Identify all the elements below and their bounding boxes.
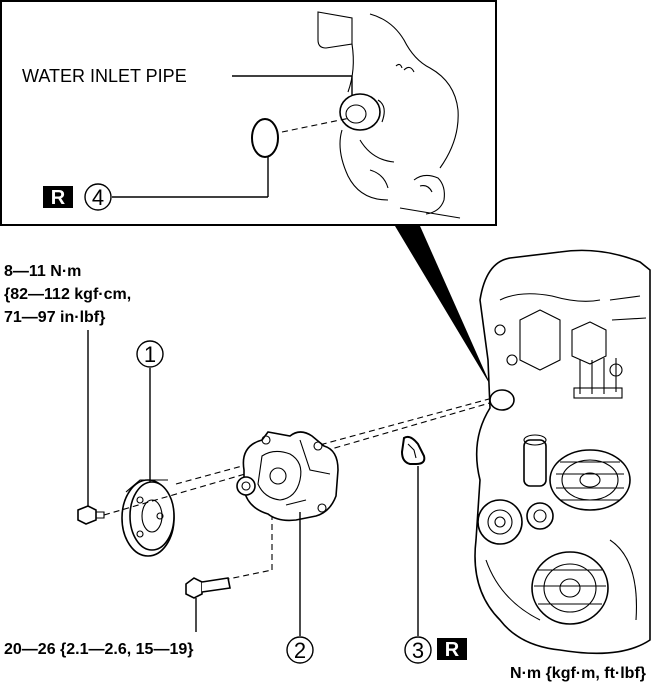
torque-1-line2: {82—112 kgf·cm,: [4, 286, 131, 303]
inset-pointer: [395, 226, 492, 388]
water-pump-bolt: [185, 577, 231, 599]
callout-3: 3: [412, 638, 424, 663]
inset-detail: WATER INLET PIPE 4 R: [0, 0, 497, 226]
replace-badge-gasket: [437, 638, 467, 660]
water-pump-body: [236, 431, 339, 522]
units-note: N·m {kgf·m, ft·lbf}: [510, 665, 646, 682]
inset-frame: [0, 0, 497, 226]
torque-1-line3: 71—97 in·lbf}: [4, 309, 105, 326]
replace-badge-inset: [43, 186, 73, 208]
torque-spec-bolt-upper: 8—11 N·m {82—112 kgf·cm, 71—97 in·lbf}: [4, 263, 131, 506]
inset-engine-sketch: [317, 11, 461, 219]
replace-badge-gasket-text: R: [445, 639, 460, 661]
water-pump-pulley: [121, 479, 175, 557]
torque-2-text: 20—26 {2.1—2.6, 15—19}: [4, 641, 193, 658]
engine-block: [474, 249, 651, 655]
gasket: [400, 435, 426, 465]
torque-1-line1: 8—11 N·m: [4, 263, 81, 280]
callout-1: 1: [144, 342, 156, 367]
o-ring: [251, 118, 279, 158]
water-inlet-pipe-label: WATER INLET PIPE: [22, 66, 187, 86]
pulley-bolt: [77, 505, 105, 525]
callout-4: 4: [92, 185, 104, 210]
callout-2: 2: [294, 638, 306, 663]
replace-badge-inset-text: R: [51, 187, 66, 209]
